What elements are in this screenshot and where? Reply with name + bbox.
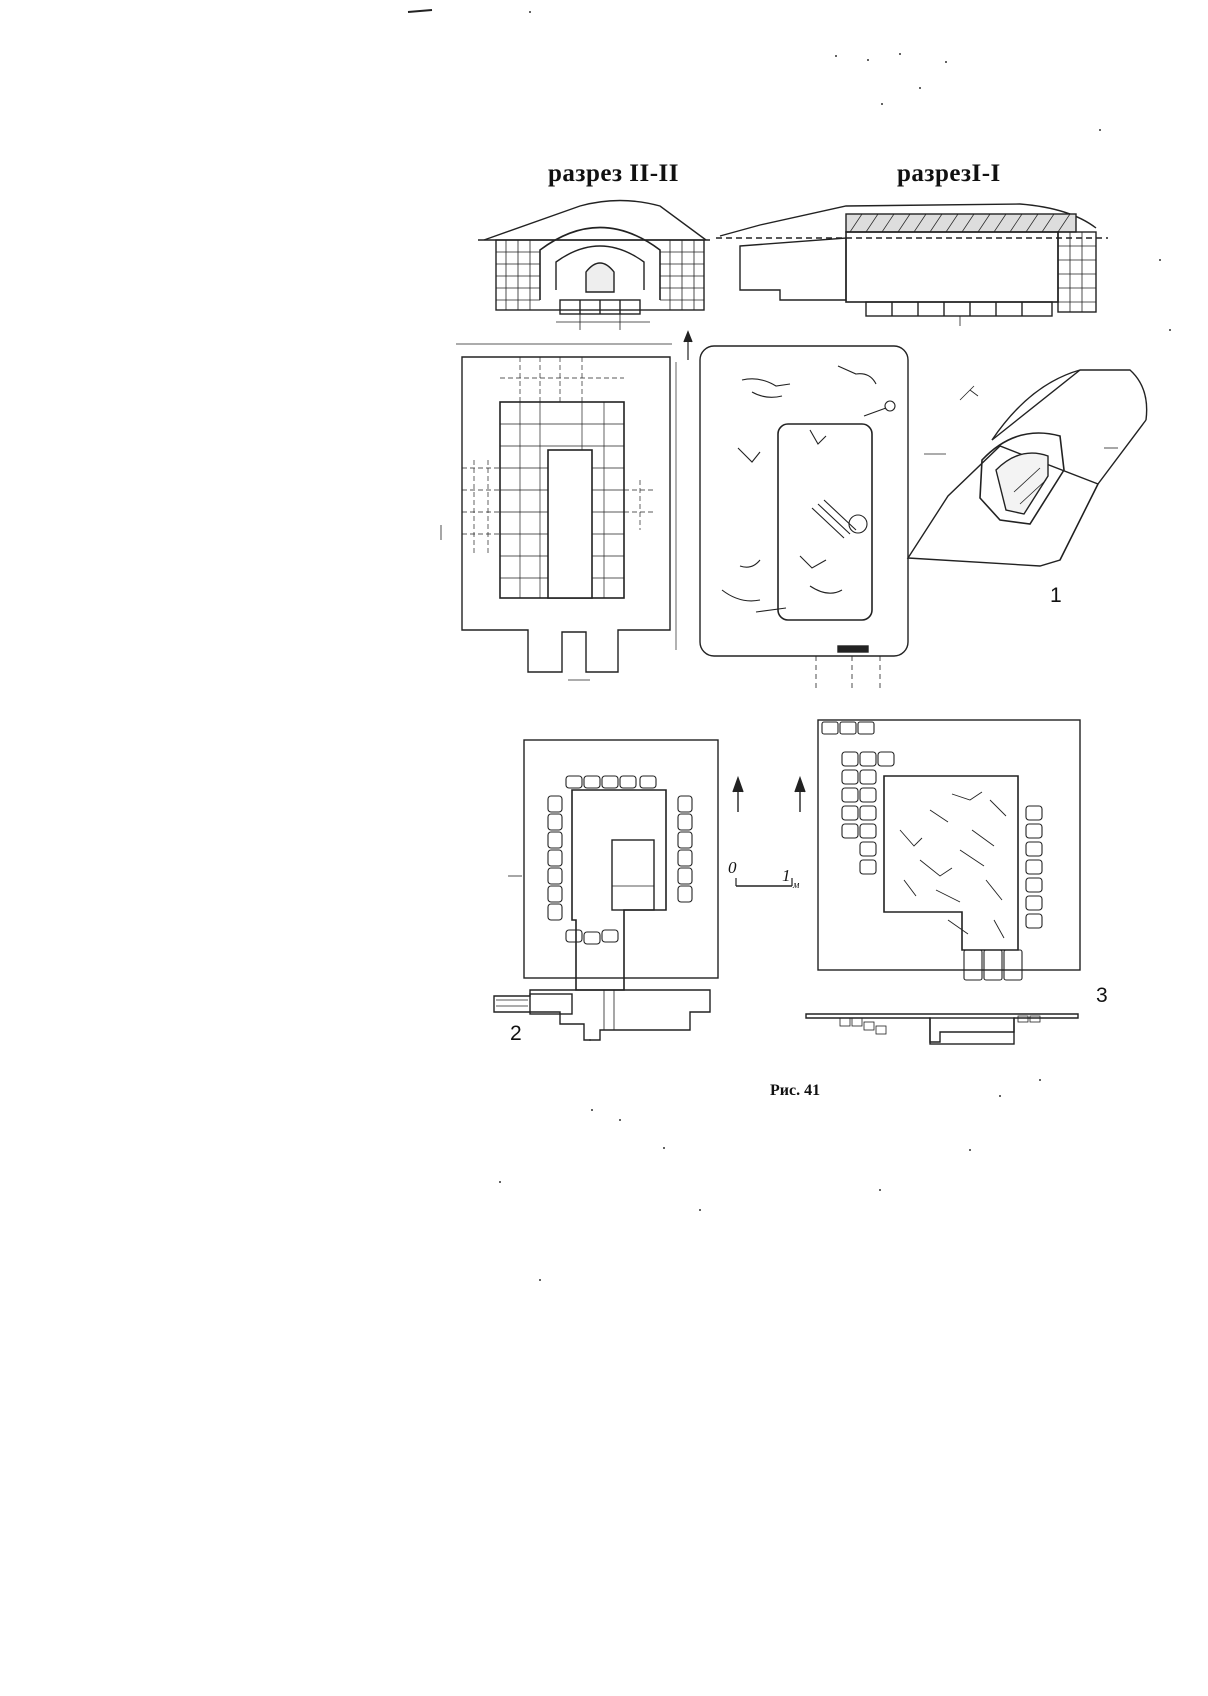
plan-drawing	[441, 332, 692, 680]
panel-2-drawing	[494, 740, 718, 1040]
panel-label-1: 1	[1050, 584, 1062, 608]
figure-caption: Рис. 41	[770, 1082, 820, 1100]
panel-label-2: 2	[510, 1022, 522, 1046]
panel-3-drawing	[806, 720, 1080, 1044]
scale-bar-end: 1	[782, 866, 791, 886]
section-ii-ii-drawing	[478, 201, 710, 331]
scale-bar-start: 0	[728, 858, 737, 878]
north-arrows	[733, 778, 805, 812]
scan-mark	[408, 10, 432, 12]
burial-plan-drawing	[700, 346, 908, 692]
panel-label-3: 3	[1096, 984, 1108, 1008]
section-i-i-drawing	[716, 204, 1108, 326]
perspective-drawing	[908, 370, 1147, 566]
scale-bar-unit: м	[793, 880, 799, 891]
